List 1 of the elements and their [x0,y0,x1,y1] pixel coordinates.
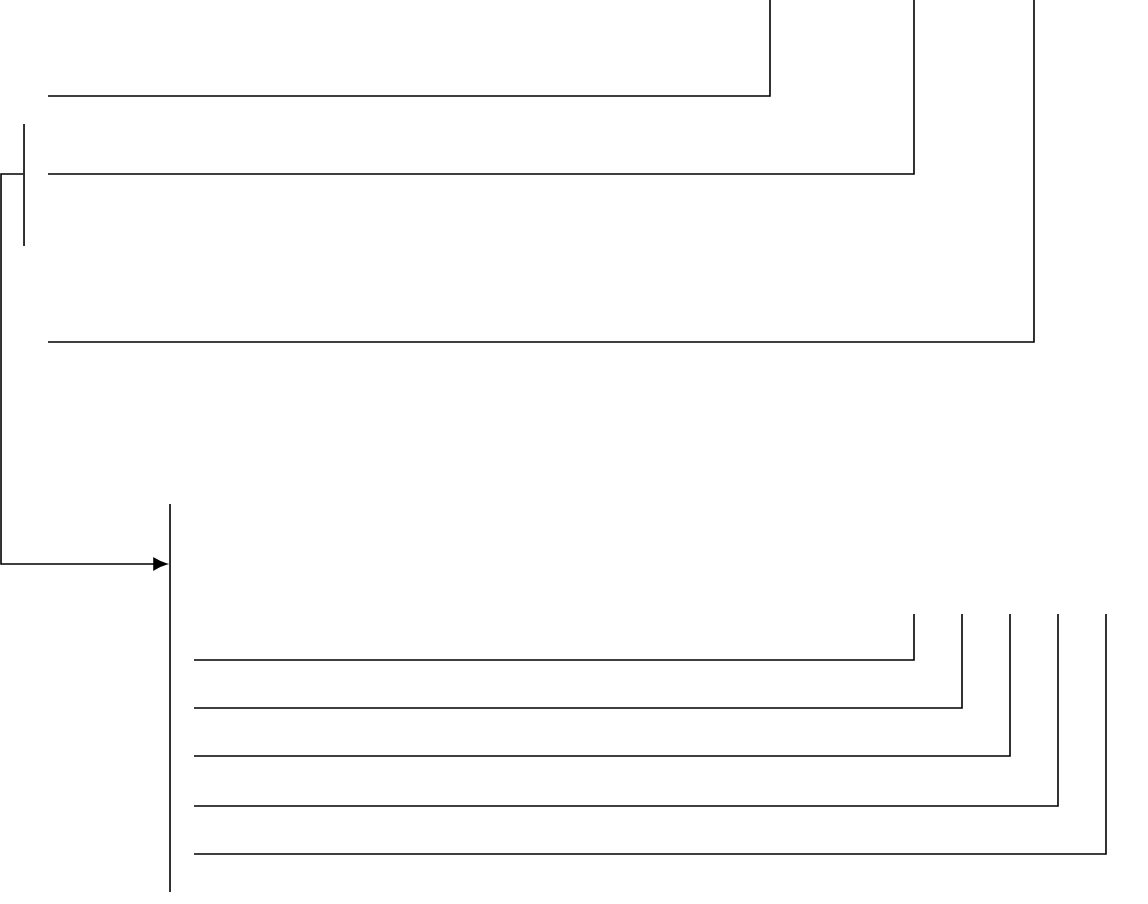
arrow [0,173,168,571]
